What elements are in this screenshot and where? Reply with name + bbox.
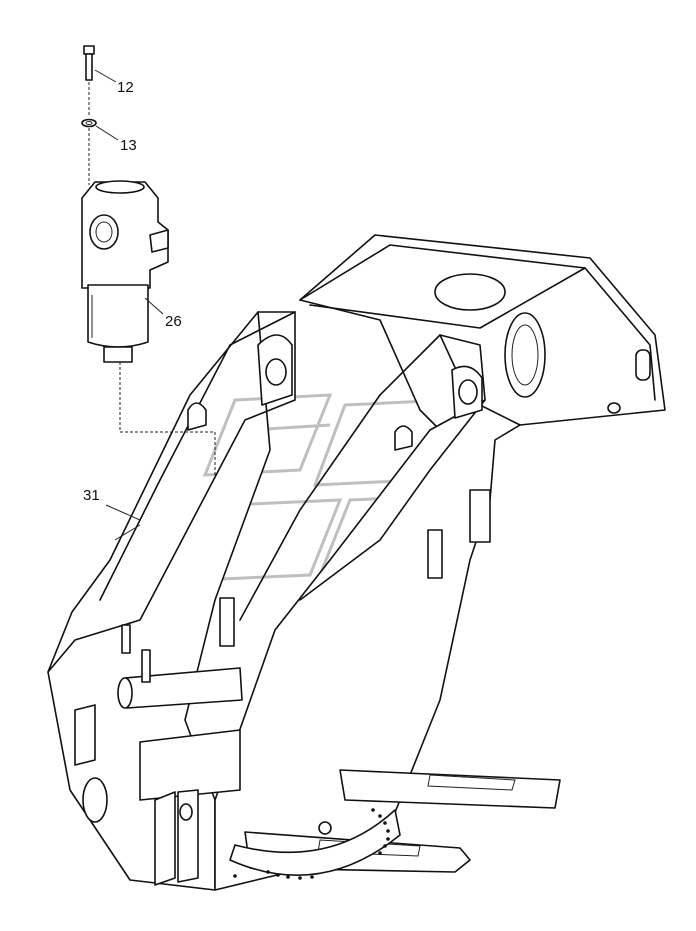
filter-part xyxy=(81,180,169,363)
bolt-circle xyxy=(233,808,390,880)
bolt-part xyxy=(83,45,95,81)
leader-line-31 xyxy=(105,504,141,521)
frame-part xyxy=(47,234,666,891)
washer-part xyxy=(81,118,97,128)
callout-label-bolt: 12 xyxy=(117,79,134,96)
callout-label-filter: 26 xyxy=(165,313,182,330)
callout-label-washer: 13 xyxy=(120,137,137,154)
leader-line-26 xyxy=(144,297,164,315)
leader-line-13 xyxy=(95,125,119,141)
callout-label-frame: 31 xyxy=(83,487,100,504)
leader-line-12 xyxy=(94,69,117,83)
assembly-line-filter xyxy=(119,362,216,600)
